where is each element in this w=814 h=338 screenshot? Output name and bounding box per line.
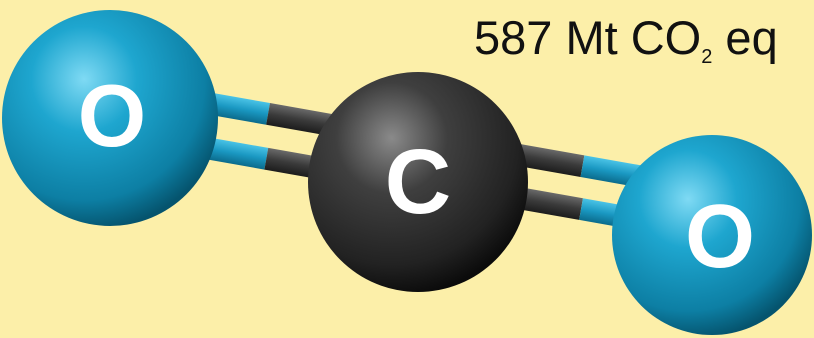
carbon-sphere (308, 72, 528, 292)
headline-subscript: 2 (701, 46, 713, 68)
headline-suffix: eq (712, 11, 778, 64)
left-oxygen-sphere (2, 10, 218, 226)
right-oxygen-label: O (684, 187, 755, 287)
emissions-headline: 587 Mt CO2 eq (474, 11, 778, 67)
carbon-label: C (384, 131, 452, 233)
headline-value: 587 Mt CO (474, 11, 702, 64)
left-oxygen-label: O (77, 66, 147, 165)
right-oxygen-sphere (612, 135, 812, 335)
